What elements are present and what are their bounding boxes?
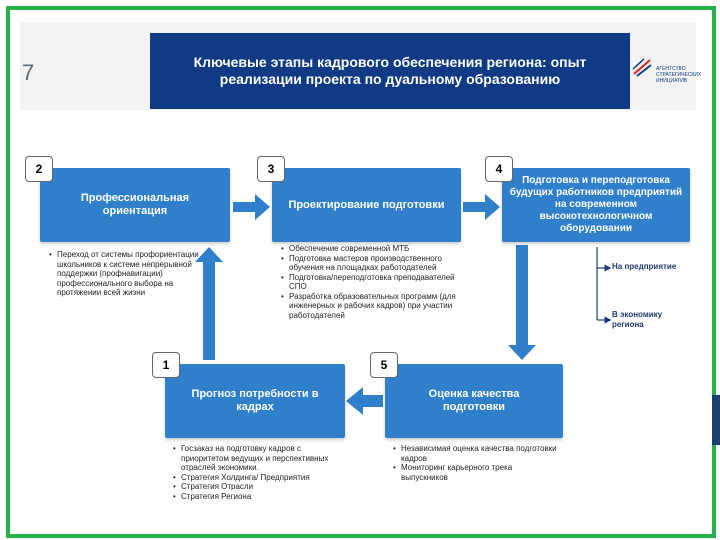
bullet-item: Госзаказ на подготовку кадров с приорите… <box>173 444 351 473</box>
arrow-2-to-3 <box>233 194 270 220</box>
bullet-item: Подготовка/переподготовка преподавателей… <box>281 273 469 292</box>
bullet-item: Обеспечение современной МТБ <box>281 244 469 254</box>
stage-4-box: Подготовка и переподготовка будущих рабо… <box>502 168 690 242</box>
bullet-item: Стратегия Холдинга/ Предприятия <box>173 473 351 483</box>
output-economy-label: В экономику региона <box>612 310 663 329</box>
bullet-item: Подготовка мастеров производственного об… <box>281 254 469 273</box>
slide-number: 7 <box>22 60 35 85</box>
title-line-1: Ключевые этапы кадрового обеспечения рег… <box>193 54 587 70</box>
logo-text: АГЕНТСТВО СТРАТЕГИЧЕСКИХ ИНИЦИАТИВ <box>656 66 702 84</box>
stage-5-bullets: Независимая оценка качества подготовки к… <box>392 444 561 482</box>
edge-strip <box>712 395 720 445</box>
title-line-2: реализации проекта по дуальному образова… <box>219 71 561 87</box>
arrow-4-to-5 <box>508 245 536 360</box>
bullet-item: Стратегия Отрасли <box>173 482 351 492</box>
bullet-item: Стратегия Региона <box>173 492 351 502</box>
bullet-item: Мониторинг карьерного трека выпускников <box>393 463 561 482</box>
stage-3-box: Проектирование подготовки <box>272 168 461 242</box>
stage-2-label: Профессиональная ориентация <box>80 192 190 217</box>
stage-2-bullets: Переход от системы профориентации школьн… <box>48 250 207 298</box>
asi-logo: АГЕНТСТВО СТРАТЕГИЧЕСКИХ ИНИЦИАТИВ <box>632 56 701 90</box>
stage-1-badge: 1 <box>152 352 180 378</box>
stage-4-badge: 4 <box>485 156 513 182</box>
bullet-item: Переход от системы профориентации школьн… <box>49 250 207 298</box>
stage-3-bullets: Обеспечение современной МТБ Подготовка м… <box>280 244 469 320</box>
title-band <box>150 33 630 109</box>
stage-2-box: Профессиональная ориентация <box>40 168 230 242</box>
stage-3-label: Проектирование подготовки <box>288 198 445 211</box>
stage-4-label: Подготовка и переподготовка будущих рабо… <box>509 175 683 234</box>
arrow-5-to-1 <box>346 387 383 415</box>
slide-title: Ключевые этапы кадрового обеспечения рег… <box>150 54 630 88</box>
arrow-3-to-4 <box>463 194 500 220</box>
logo-mark-icon <box>632 58 652 77</box>
output-enterprise-label: На предприятие <box>612 262 677 271</box>
stage-1-label: Прогноз потребности в кадрах <box>191 388 319 413</box>
arrow-1-to-2 <box>195 247 223 360</box>
stage-1-box: Прогноз потребности в кадрах <box>165 364 345 438</box>
stage-5-label: Оценка качества подготовки <box>428 388 520 413</box>
stage-1-bullets: Госзаказ на подготовку кадров с приорите… <box>172 444 351 501</box>
stage-2-badge: 2 <box>25 156 53 182</box>
stage-5-badge: 5 <box>370 352 398 378</box>
stage-5-box: Оценка качества подготовки <box>385 364 563 438</box>
bullet-item: Разработка образовательных программ (для… <box>281 292 469 321</box>
bullet-item: Независимая оценка качества подготовки к… <box>393 444 561 463</box>
stage-3-badge: 3 <box>257 156 285 182</box>
